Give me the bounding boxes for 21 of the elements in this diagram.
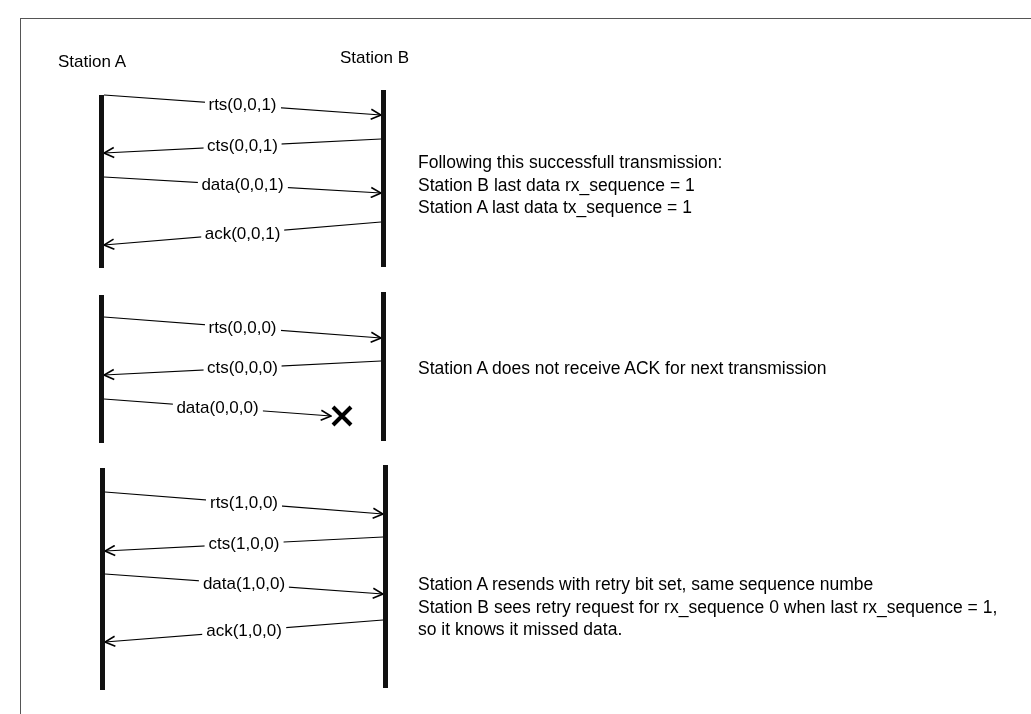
message-label: cts(0,0,0) [203, 358, 282, 378]
note-text: Station B sees retry request for rx_sequence 0 when last rx_sequence = 1, so it knows it missed data. [418, 596, 999, 640]
note-text: Following this successfull transmission: [418, 151, 723, 173]
cross-mark [331, 405, 353, 427]
message-label: data(1,0,0) [198, 574, 290, 594]
lifeline-bar [381, 292, 386, 441]
lifeline-heading: Station A [58, 52, 127, 72]
message-label: rts(1,0,0) [206, 493, 282, 513]
message-label: rts(0,0,1) [204, 95, 281, 115]
message-label: cts(0,0,1) [203, 136, 282, 156]
note-text: Station A does not receive ACK for next transmission [418, 357, 827, 379]
note-text: Station A resends with retry bit set, same sequence numbe [418, 573, 874, 595]
message-label: data(0,0,1) [197, 175, 288, 195]
note-text: Station B last data rx_sequence = 1 [418, 174, 695, 196]
lifeline-heading: Station B [340, 48, 409, 68]
message-label: ack(1,0,0) [202, 621, 286, 641]
message-label: cts(1,0,0) [204, 534, 284, 554]
lifeline-bar [100, 468, 105, 690]
lifeline-bar [383, 465, 388, 688]
lifeline-bar [99, 295, 104, 443]
note-text: Station A last data tx_sequence = 1 [418, 196, 692, 218]
